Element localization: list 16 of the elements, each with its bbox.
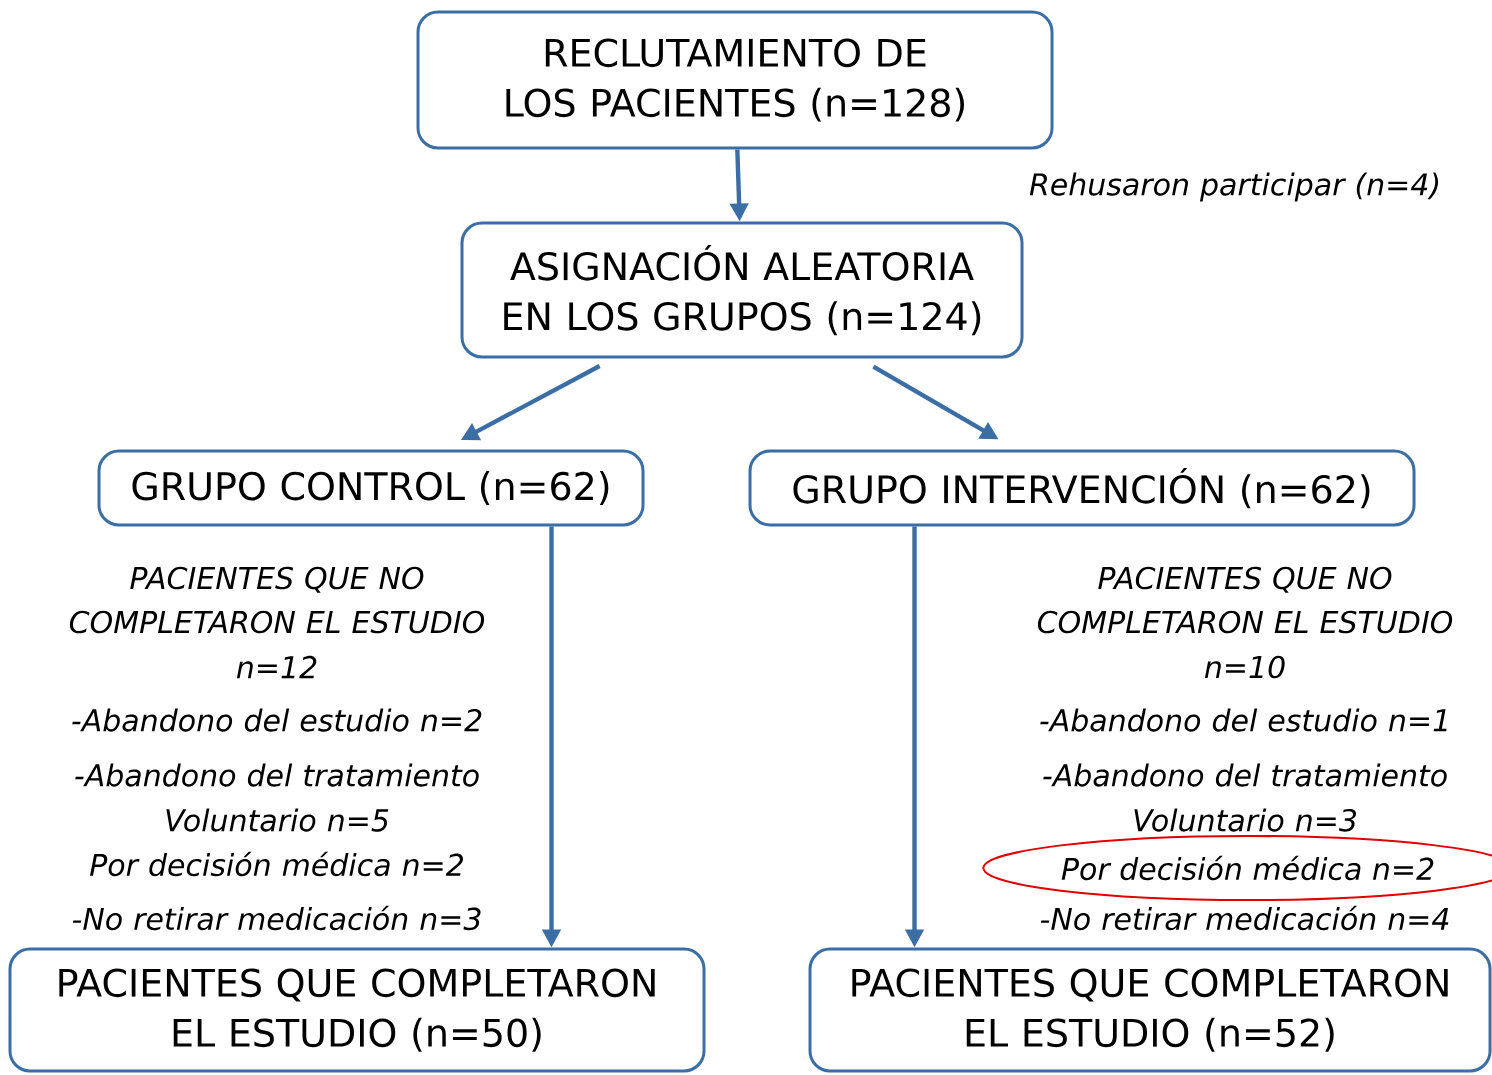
process-box: RECLUTAMIENTO DE LOS PACIENTES (n=128) — [416, 10, 1054, 150]
note-text: -Abandono del tratamiento — [1043, 763, 1447, 787]
process-box: PACIENTES QUE COMPLETARON EL ESTUDIO (n=50) — [8, 947, 706, 1073]
note-text: Rehusaron participar (n=4) — [1029, 172, 1439, 202]
note-text: -Abandono del tratamiento — [75, 763, 479, 787]
process-box: GRUPO INTERVENCIÓN (n=62) — [748, 449, 1416, 527]
process-box: ASIGNACIÓN ALEATORIA EN LOS GRUPOS (n=124) — [460, 221, 1024, 359]
process-box: GRUPO CONTROL (n=62) — [97, 449, 645, 527]
note-text: -Abandono del estudio n=2 — [72, 708, 482, 732]
note-text: Por decisión médica n=2 — [90, 851, 463, 877]
note-text: n=10 — [1204, 655, 1285, 679]
note-text: Voluntario n=5 — [166, 808, 389, 832]
process-box: PACIENTES QUE COMPLETARON EL ESTUDIO (n=52) — [808, 947, 1492, 1073]
note-text: -Abandono del estudio n=1 — [1040, 708, 1447, 732]
note-text: -No retirar medicación n=4 — [1040, 905, 1449, 931]
note-text: n=12 — [236, 655, 317, 679]
